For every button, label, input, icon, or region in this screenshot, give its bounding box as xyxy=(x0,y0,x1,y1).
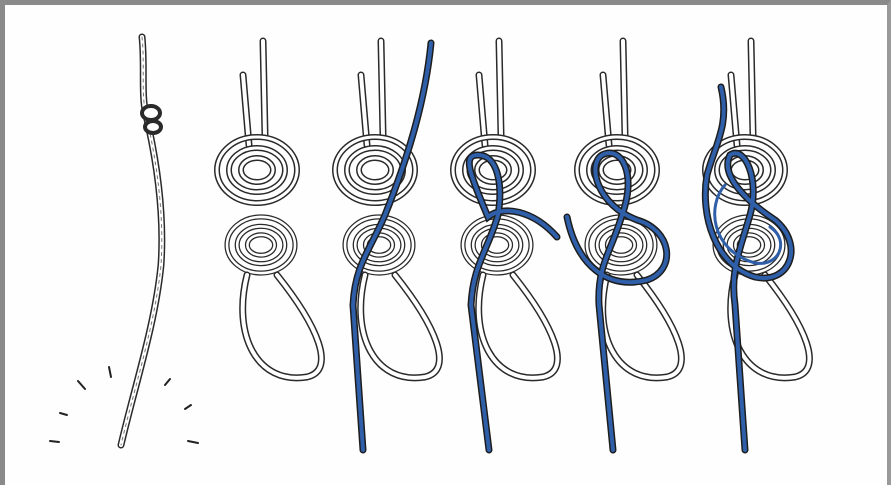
step-1-knot xyxy=(142,106,161,133)
step-6-knot xyxy=(705,41,809,450)
step-4-knot xyxy=(453,41,557,450)
knot-diagram xyxy=(5,5,891,490)
step-5-knot xyxy=(567,41,681,450)
step-2-knot xyxy=(217,41,321,378)
step-1-rope xyxy=(121,37,162,445)
step-6-working-end xyxy=(705,87,791,450)
step-5-working-end xyxy=(567,153,667,450)
step-3-knot xyxy=(335,41,439,450)
